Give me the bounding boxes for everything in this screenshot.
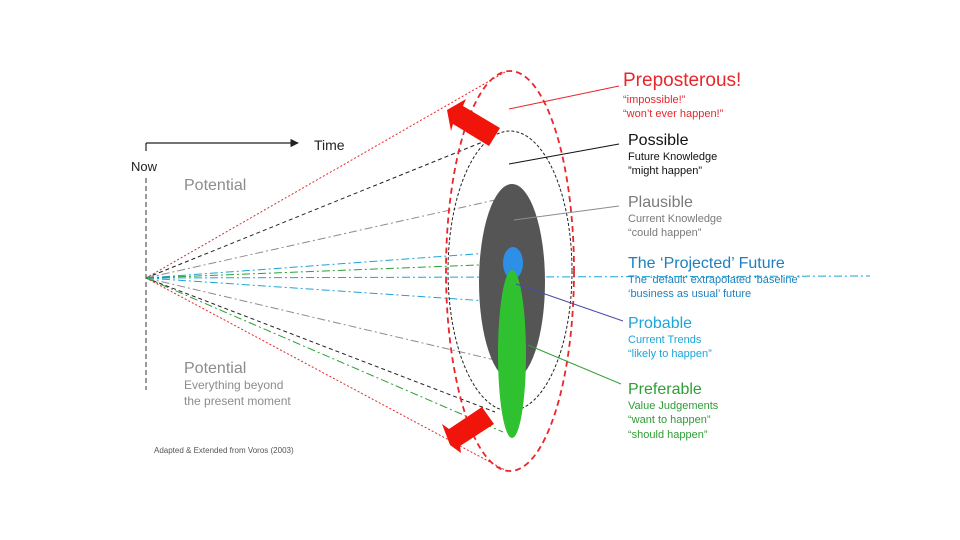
- possible-line-2: ”might happen”: [628, 165, 702, 178]
- projected-line-2: ‘business as usual’ future: [628, 288, 752, 301]
- cone-line-preferable-top: [145, 263, 504, 279]
- potential-sub-line-1: Everything beyond: [184, 378, 284, 392]
- probable-label-group: Probable Current Trends “likely to happe…: [628, 314, 712, 362]
- probable-ellipse: [503, 247, 523, 279]
- plausible-line-2: “could happen”: [628, 227, 702, 240]
- expand-up-arrow: [447, 99, 500, 146]
- probable-line-1: Current Trends: [628, 334, 702, 347]
- leader-preposterous: [508, 85, 620, 110]
- projected-title: The ‘Projected’ Future: [628, 255, 785, 272]
- potential-lower-subtitle: Everything beyond the present moment: [184, 378, 291, 409]
- plausible-line-1: Current Knowledge: [628, 213, 723, 226]
- cone-line-possible-top: [145, 136, 496, 279]
- potential-sub-line-2: the present moment: [184, 393, 291, 408]
- possible-title: Possible: [628, 132, 689, 149]
- preposterous-title: Preposterous!: [623, 70, 742, 91]
- leader-possible: [508, 143, 620, 165]
- cone-line-probable-top: [145, 251, 503, 279]
- source-credit: Adapted & Extended from Voros (2003): [154, 446, 294, 455]
- potential-lower-label: Potential: [184, 360, 247, 377]
- cone-line-probable-bottom: [145, 277, 503, 303]
- probable-line-2: “likely to happen”: [628, 348, 712, 361]
- possible-ellipse: [447, 130, 573, 412]
- projected-label-group: The ‘Projected’ Future The ‘default’ ext…: [628, 254, 800, 302]
- preferable-line-2: “want to happen”: [628, 414, 711, 427]
- now-label: Now: [131, 159, 158, 174]
- leader-plausible: [513, 205, 620, 221]
- cone-line-plausible-bottom: [145, 277, 496, 361]
- preferable-label-group: Preferable Value Judgements “want to hap…: [628, 380, 718, 442]
- preposterous-ellipse: [445, 70, 575, 472]
- plausible-label-group: Plausible Current Knowledge “could happe…: [628, 193, 722, 241]
- preposterous-label-group: Preposterous! “impossible!” “won’t ever …: [623, 70, 741, 121]
- preposterous-line-1: “impossible!”: [623, 93, 686, 106]
- preferable-line-1: Value Judgements: [628, 400, 719, 413]
- leader-probable: [515, 283, 624, 322]
- cone-line-preposterous-top: [145, 71, 506, 279]
- preferable-title: Preferable: [628, 381, 702, 398]
- cone-line-projected: [145, 275, 871, 279]
- probable-title: Probable: [628, 315, 693, 332]
- potential-upper-label: Potential: [184, 177, 247, 194]
- cone-line-possible-bottom: [145, 277, 496, 413]
- possible-label-group: Possible Future Knowledge ”might happen”: [628, 131, 717, 179]
- plausible-title: Plausible: [628, 194, 693, 211]
- preposterous-line-2: “won’t ever happen!”: [623, 108, 724, 121]
- preferable-line-3: “should happen”: [628, 428, 708, 441]
- time-label: Time: [314, 137, 345, 153]
- expand-down-arrow: [442, 407, 494, 453]
- possible-line-1: Future Knowledge: [628, 151, 718, 164]
- leader-preferable: [527, 344, 622, 385]
- projected-line-1: The ‘default’ extrapolated ‘baseline’: [628, 274, 801, 287]
- cone-line-plausible-top: [145, 199, 496, 279]
- preferable-ellipse: [498, 270, 526, 438]
- cone-line-preferable-bottom: [145, 277, 504, 433]
